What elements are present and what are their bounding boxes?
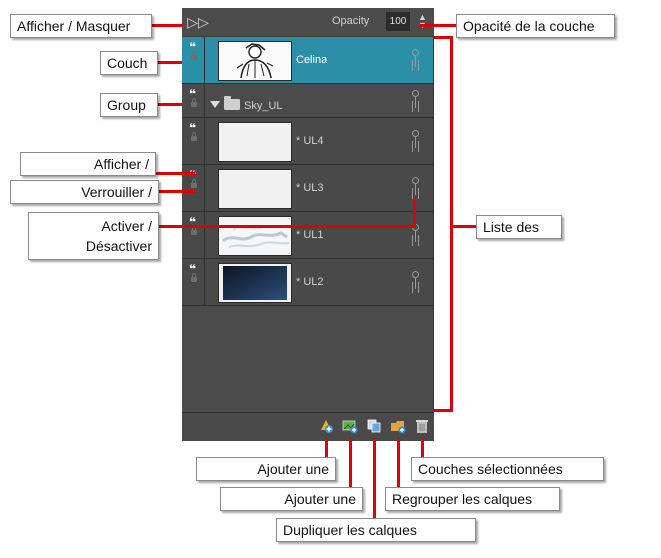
- lock-icon[interactable]: [191, 132, 197, 141]
- layer-name: Celina: [296, 54, 328, 66]
- add-bitmap-layer-icon[interactable]: [342, 418, 358, 434]
- connector-selected: [421, 437, 424, 459]
- layer-thumbnail: [218, 216, 292, 256]
- connector-group-layers: [397, 437, 400, 498]
- connector-list-top: [434, 36, 452, 39]
- layer-thumbnail: [218, 169, 292, 209]
- connector-opacity: [420, 24, 457, 27]
- callout-show-hide: Afficher / Masquer: [10, 14, 152, 38]
- layers-panel: ▷▷ Opacity 100 ▲ ▼ ❝ Celina: [182, 8, 434, 441]
- show-hide-icon[interactable]: ❝: [189, 121, 196, 135]
- enable-disable-icon[interactable]: [410, 177, 420, 197]
- lock-icon[interactable]: [191, 273, 197, 282]
- layer-row-ul2[interactable]: ❝ * UL2: [182, 259, 434, 306]
- callout-add-one-1: Ajouter une: [196, 457, 336, 481]
- callout-selected-layers: Couches sélectionnées: [411, 457, 604, 481]
- connector-show: [155, 172, 195, 175]
- lock-icon[interactable]: [191, 98, 197, 107]
- connector-lock: [158, 190, 195, 193]
- layer-list-edge: [433, 37, 434, 410]
- layer-row-celina[interactable]: ❝ Celina: [182, 37, 434, 84]
- callout-enable-disable: Activer / Désactiver: [28, 212, 159, 260]
- lock-icon[interactable]: [191, 51, 197, 60]
- enable-disable-icon[interactable]: [410, 271, 420, 291]
- layer-toggles: ❝: [182, 212, 205, 258]
- layer-thumbnail: [218, 41, 292, 81]
- layer-name: * UL2: [296, 276, 324, 288]
- callout-duplicate-layers: Dupliquer les calques: [276, 518, 476, 542]
- connector-list-callout: [452, 225, 476, 228]
- connector-enable: [158, 225, 415, 228]
- show-hide-icon[interactable]: ❝: [189, 262, 196, 276]
- callout-layer-list: Liste des: [476, 215, 562, 239]
- double-chevron-right-icon: ▷▷: [187, 14, 209, 30]
- show-hide-icon[interactable]: ❝: [189, 40, 196, 54]
- sky-gradient-thumbnail: [223, 266, 287, 300]
- layers-bottom-toolbar: [182, 412, 434, 441]
- collapse-panel-button[interactable]: ▷▷: [186, 12, 210, 32]
- connector-add-one-2: [349, 437, 352, 498]
- layer-row-ul4[interactable]: ❝ * UL4: [182, 118, 434, 165]
- group-toggles: ❝: [182, 84, 205, 117]
- connector-group: [157, 103, 182, 106]
- layer-toggles: ❝: [182, 37, 205, 83]
- enable-disable-icon[interactable]: [410, 130, 420, 150]
- trash-icon[interactable]: [414, 418, 430, 434]
- chevron-up-icon: ▲: [418, 12, 427, 22]
- callout-add-one-2: Ajouter une: [220, 487, 363, 511]
- opacity-field[interactable]: 100: [386, 12, 410, 31]
- layer-name: * UL4: [296, 135, 324, 147]
- group-layers-icon[interactable]: [390, 418, 406, 434]
- callout-layer: Couch: [100, 51, 158, 75]
- layer-toggles: ❝: [182, 165, 205, 211]
- connector-list-vertical: [450, 36, 453, 412]
- callout-enable-line2: Désactiver: [85, 238, 152, 255]
- callout-enable-line1: Activer /: [101, 218, 152, 234]
- character-drawing-thumbnail: [219, 42, 291, 80]
- lock-icon[interactable]: [191, 226, 197, 235]
- layers-toolbar: ▷▷ Opacity 100 ▲ ▼: [182, 8, 434, 37]
- layer-row-ul3[interactable]: ❝ * UL3: [182, 165, 434, 212]
- connector-duplicate: [373, 437, 376, 518]
- opacity-label: Opacity: [332, 15, 370, 27]
- layer-group-sky-ul[interactable]: ❝ Sky_UL: [182, 84, 434, 118]
- duplicate-layers-icon[interactable]: [366, 418, 382, 434]
- show-hide-icon[interactable]: ❝: [189, 168, 196, 182]
- layer-thumbnail: [218, 263, 292, 303]
- group-name: Sky_UL: [244, 100, 283, 112]
- expand-arrow-icon[interactable]: [210, 101, 220, 108]
- add-drawing-layer-icon[interactable]: [318, 418, 334, 434]
- layer-toggles: ❝: [182, 259, 205, 305]
- layer-toggles: ❝: [182, 118, 205, 164]
- folder-icon: [224, 96, 240, 110]
- callout-show: Afficher /: [20, 152, 156, 176]
- layer-thumbnail: [218, 122, 292, 162]
- clouds-thumbnail: [219, 217, 291, 255]
- enable-disable-icon[interactable]: [410, 90, 420, 110]
- connector-list-bottom: [434, 409, 452, 412]
- layer-name: * UL3: [296, 182, 324, 194]
- callout-group-layers: Regrouper les calques: [385, 487, 560, 511]
- layer-row-ul1[interactable]: ❝ * UL1: [182, 212, 434, 259]
- connector-show-hide: [151, 24, 183, 27]
- callout-layer-opacity: Opacité de la couche: [456, 14, 615, 38]
- connector-enable-vertical: [413, 197, 416, 227]
- callout-lock: Verrouiller /: [10, 180, 159, 204]
- enable-disable-icon[interactable]: [410, 49, 420, 69]
- connector-layer: [157, 61, 182, 64]
- connector-add-one-1: [325, 437, 328, 470]
- layer-name: * UL1: [296, 229, 324, 241]
- show-hide-icon[interactable]: ❝: [189, 87, 196, 101]
- callout-group: Group: [100, 93, 158, 117]
- lock-icon[interactable]: [191, 179, 197, 188]
- show-hide-icon[interactable]: ❝: [189, 215, 196, 229]
